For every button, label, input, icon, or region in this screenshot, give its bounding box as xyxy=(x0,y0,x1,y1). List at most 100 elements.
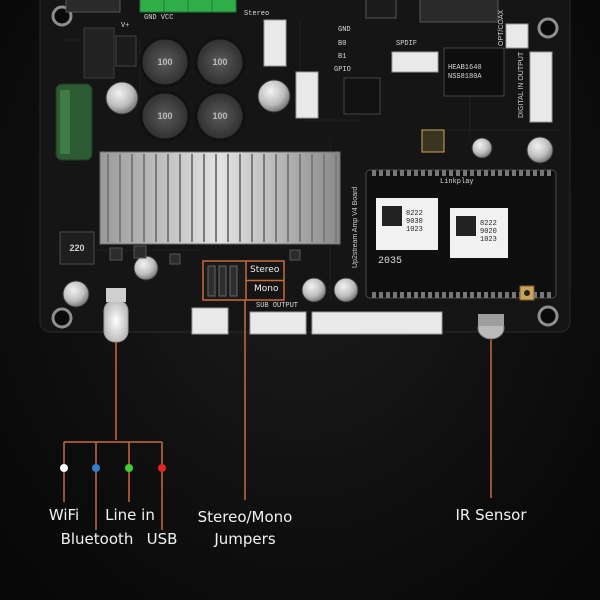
label-bluetooth: Bluetooth xyxy=(60,530,134,548)
label-usb: USB xyxy=(146,530,178,548)
module-pin xyxy=(547,170,551,176)
module-id: 2035 xyxy=(378,256,403,267)
label-ir-sensor: IR Sensor xyxy=(455,506,527,524)
module-code-2: 8222 9020 1023 xyxy=(480,220,497,244)
silk-vplus: V+ xyxy=(121,22,130,30)
inductor-2 xyxy=(194,36,246,88)
module-pin xyxy=(477,292,481,298)
header-bottom-1 xyxy=(191,307,229,335)
header-top-2 xyxy=(295,71,319,119)
mount-hole-tr xyxy=(537,17,559,39)
silk-digital-out: DIGITAL IN OUTPUT xyxy=(518,51,525,118)
led-red-icon xyxy=(158,464,166,472)
module-pin xyxy=(435,170,439,176)
coil-value-4: 100 xyxy=(212,111,228,121)
module-pin xyxy=(393,170,397,176)
module-pin xyxy=(386,292,390,298)
inductor-4 xyxy=(194,90,246,142)
module-pin xyxy=(400,170,404,176)
module-pin xyxy=(505,292,509,298)
module-pin xyxy=(407,170,411,176)
label-line-in: Line in xyxy=(105,506,155,524)
module-pin xyxy=(421,292,425,298)
module-pin xyxy=(512,292,516,298)
module-pin xyxy=(484,292,488,298)
silk-output: SUB OUTPUT xyxy=(256,302,299,310)
capacitor-2 xyxy=(257,79,291,113)
label-wifi: WiFi xyxy=(48,506,80,524)
inductor-1 xyxy=(139,36,191,88)
module-pin xyxy=(498,170,502,176)
mount-hole-br xyxy=(537,305,559,327)
module-pin xyxy=(386,170,390,176)
module-pin xyxy=(407,292,411,298)
module-pin xyxy=(442,292,446,298)
module-pin xyxy=(470,292,474,298)
module-code-1: 8222 9030 1023 xyxy=(406,210,423,234)
header-right-top xyxy=(505,23,529,49)
module-pin xyxy=(463,170,467,176)
module-pin xyxy=(477,170,481,176)
module-pin xyxy=(428,170,432,176)
label-jumpers: Jumpers xyxy=(214,530,276,548)
module-pin xyxy=(533,292,537,298)
silk-pwr: GND VCC xyxy=(144,14,174,22)
module-pin xyxy=(414,170,418,176)
module-pin xyxy=(372,292,376,298)
module-pin xyxy=(421,170,425,176)
silk-gnd: GND xyxy=(338,26,351,34)
capacitor-3 xyxy=(133,255,159,281)
callout-lines xyxy=(63,300,492,530)
module-pin xyxy=(463,292,467,298)
module-pin xyxy=(449,170,453,176)
mount-hole-bl xyxy=(51,307,73,329)
module-pin xyxy=(414,292,418,298)
module-pin xyxy=(491,292,495,298)
module-pin xyxy=(505,170,509,176)
module-pin xyxy=(470,170,474,176)
module-pin xyxy=(512,170,516,176)
jumper-mono-label: Mono xyxy=(254,284,279,294)
rgb-led xyxy=(103,299,129,343)
module-pin xyxy=(498,292,502,298)
silk-gpio: GPIO xyxy=(334,66,351,74)
module-pin xyxy=(491,170,495,176)
capacitor-1 xyxy=(105,81,139,115)
silk-stereo: Stereo xyxy=(244,10,270,18)
silk-opt: OPT/COAX xyxy=(498,9,505,46)
module-pin xyxy=(400,292,404,298)
silk-spdif: SPDIF xyxy=(396,40,418,48)
module-pin xyxy=(442,170,446,176)
module-pin xyxy=(456,170,460,176)
board-name: Up2stream Amp V4 Board xyxy=(352,186,359,268)
module-pin xyxy=(456,292,460,298)
capacitor-5 xyxy=(301,277,327,303)
module-pin xyxy=(540,170,544,176)
module-pin xyxy=(484,170,488,176)
silk-b1: B1 xyxy=(338,53,347,61)
module-pin xyxy=(435,292,439,298)
header-spdif xyxy=(391,51,439,73)
module-pin xyxy=(526,170,530,176)
header-bottom-2 xyxy=(249,311,307,335)
silk-b0: B0 xyxy=(338,40,347,48)
inductor-220 xyxy=(59,231,95,265)
module-pin xyxy=(519,170,523,176)
coil-value-3: 100 xyxy=(157,111,173,121)
capacitor-6 xyxy=(333,277,359,303)
header-bottom-3 xyxy=(311,311,443,335)
module-pin xyxy=(379,292,383,298)
led-white-icon xyxy=(60,464,68,472)
led-blue-icon xyxy=(92,464,100,472)
led-green-icon xyxy=(125,464,133,472)
capacitor-7 xyxy=(526,136,554,164)
module-pin xyxy=(547,292,551,298)
header-digital-out xyxy=(529,51,553,123)
jumper-stereo-label: Stereo xyxy=(250,265,280,275)
inductor-220-label: 220 xyxy=(69,243,85,253)
label-stereo-mono: Stereo/Mono xyxy=(197,508,293,526)
module-pin xyxy=(372,170,376,176)
module-pin xyxy=(533,170,537,176)
ic-main xyxy=(343,77,381,115)
ic-wifi-chip xyxy=(443,47,505,97)
